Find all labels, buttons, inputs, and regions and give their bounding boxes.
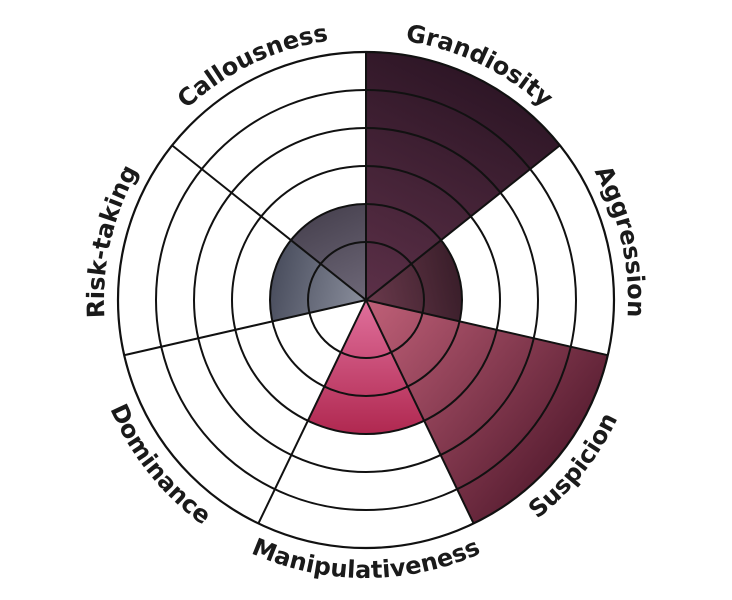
label-dominance: Dominance (105, 400, 217, 531)
slice-callousness (290, 204, 366, 300)
grid-layer (116, 50, 616, 550)
label-aggression: Aggression (589, 161, 650, 318)
label-risk-taking: Risk-taking (82, 160, 144, 318)
slice-risk-taking (270, 240, 366, 322)
spoke-6 (171, 144, 367, 301)
spoke-1 (365, 144, 561, 301)
slice-manipulativeness (307, 300, 425, 434)
slice-grandiosity (366, 52, 560, 300)
spoke-5 (123, 299, 367, 357)
spoke-4 (257, 299, 367, 524)
slice-aggression (366, 240, 463, 322)
spoke-2 (365, 299, 609, 357)
label-manipulativeness: Manipulativeness (248, 533, 483, 584)
spoke-3 (365, 299, 475, 524)
